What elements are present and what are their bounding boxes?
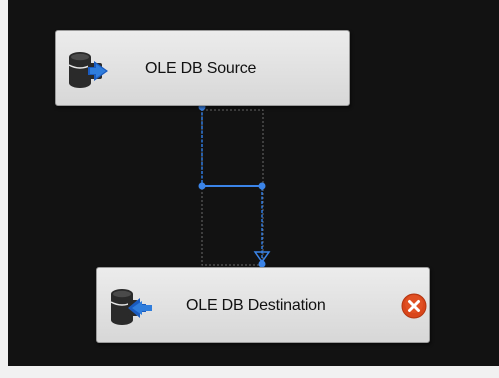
ole-db-destination-component[interactable]: OLE DB Destination bbox=[96, 267, 430, 343]
component-label: OLE DB Source bbox=[145, 60, 257, 77]
component-label: OLE DB Destination bbox=[186, 297, 326, 314]
error-icon[interactable] bbox=[401, 293, 427, 319]
ole-db-source-component[interactable]: OLE DB Source bbox=[55, 30, 350, 106]
database-arrow-out-icon bbox=[68, 52, 108, 88]
database-arrow-in-icon bbox=[110, 289, 152, 325]
